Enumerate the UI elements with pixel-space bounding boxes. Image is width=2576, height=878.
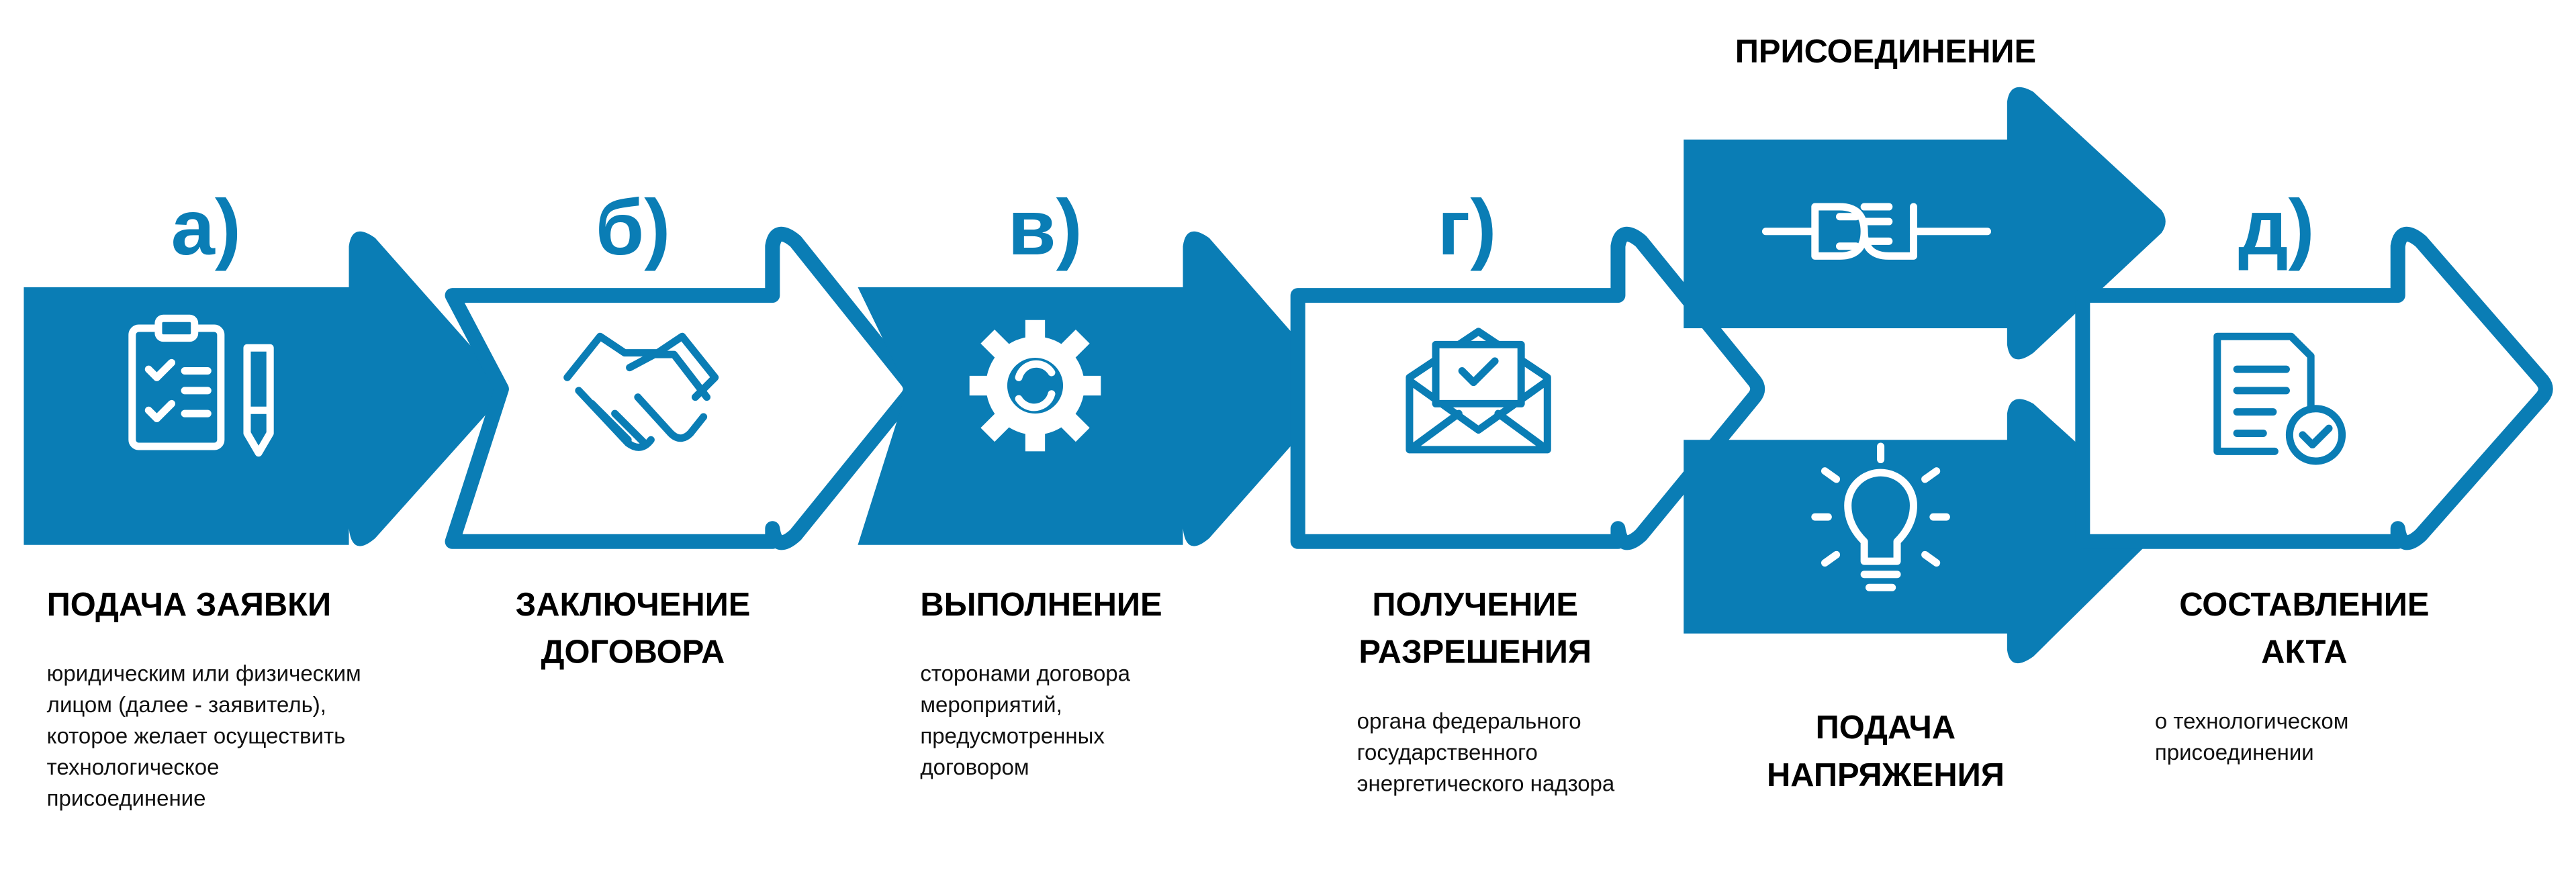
step-letter-c: в) xyxy=(1008,183,1083,271)
step-title-c: ВЫПОЛНЕНИЕ xyxy=(920,587,1162,623)
step-letter-e: д) xyxy=(2238,183,2315,271)
step-desc-a: технологическое xyxy=(47,754,220,779)
branch-bottom-label: НАПРЯЖЕНИЯ xyxy=(1767,757,2005,793)
step-desc-d: государственного xyxy=(1357,740,1538,765)
document-check-icon xyxy=(2213,332,2346,465)
arrow-step-a xyxy=(24,231,505,546)
step-desc-c: договором xyxy=(920,754,1029,779)
step-desc-e: о технологическом xyxy=(2155,709,2349,734)
step-title-d: ПОЛУЧЕНИЕ xyxy=(1372,587,1578,623)
arrow-step-b xyxy=(445,226,918,550)
step-letter-d: г) xyxy=(1438,183,1497,271)
step-title-a: ПОДАЧА ЗАЯВКИ xyxy=(47,587,331,623)
clipboard-checklist-icon xyxy=(128,314,274,457)
arrow-voltage xyxy=(1684,399,2159,664)
step-desc-a: юридическим или физическим xyxy=(47,661,361,686)
step-desc-d: энергетического надзора xyxy=(1357,771,1615,795)
gear-refresh-icon xyxy=(969,320,1101,452)
step-desc-c: предусмотренных xyxy=(920,724,1105,748)
envelope-check-icon xyxy=(1406,328,1551,454)
step-desc-a: лицом (далее - заявитель), xyxy=(47,692,326,717)
step-desc-e: присоединении xyxy=(2155,740,2314,765)
step-title-b: ДОГОВОРА xyxy=(541,634,725,671)
branch-bottom-label: ПОДАЧА xyxy=(1816,710,1956,746)
step-desc-d: органа федерального xyxy=(1357,709,1581,734)
step-title-d: РАЗРЕШЕНИЯ xyxy=(1359,634,1592,671)
branch-top-label: ПРИСОЕДИНЕНИЕ xyxy=(1735,34,2036,70)
step-title-e: СОСТАВЛЕНИЕ xyxy=(2179,587,2429,623)
lightbulb-icon xyxy=(1811,442,1950,591)
arrow-connection xyxy=(1684,87,2166,360)
step-desc-a: которое желает осуществить xyxy=(47,724,346,748)
step-desc-c: сторонами договора xyxy=(920,661,1130,686)
step-desc-c: мероприятий, xyxy=(920,692,1062,717)
step-desc-a: присоединение xyxy=(47,785,206,810)
step-title-e: АКТА xyxy=(2261,634,2347,671)
step-title-b: ЗАКЛЮЧЕНИЕ xyxy=(516,587,751,623)
handshake-icon xyxy=(563,332,719,451)
arrow-step-d xyxy=(1290,226,1765,550)
step-letter-b: б) xyxy=(596,183,671,271)
step-letter-a: а) xyxy=(171,183,241,271)
plug-socket-icon xyxy=(1761,203,1992,260)
